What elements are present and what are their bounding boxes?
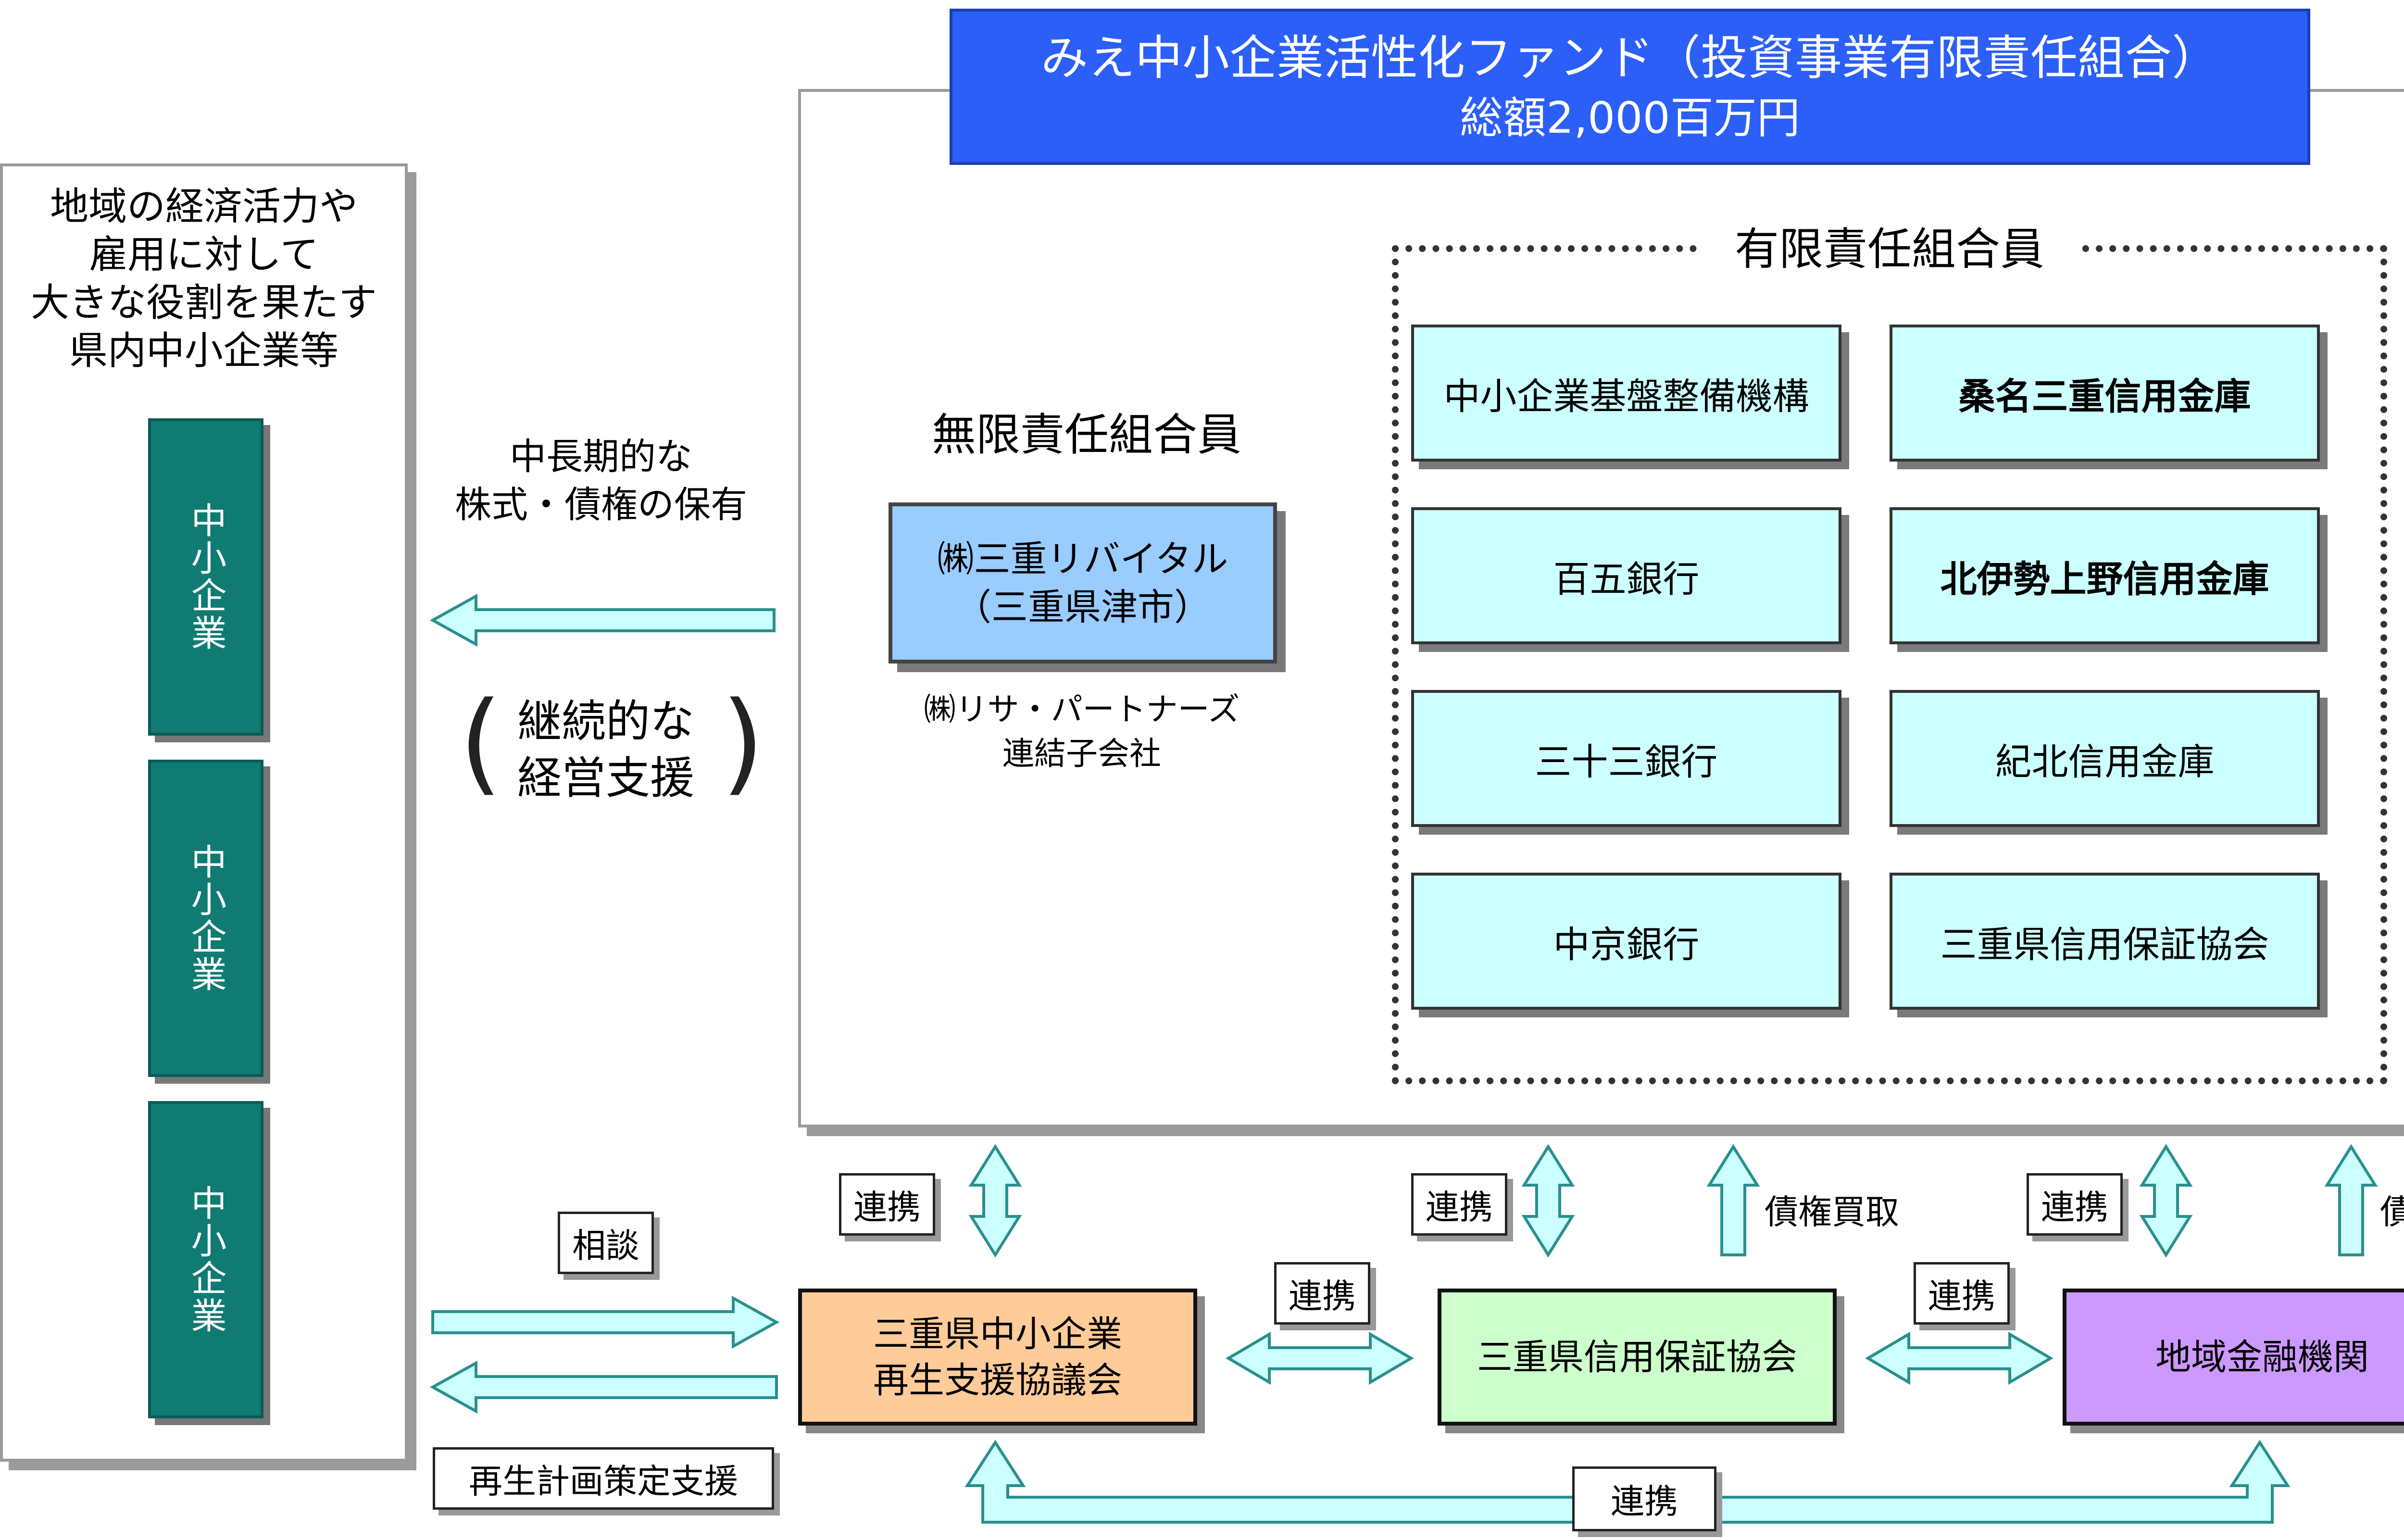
cooperation-tag: 連携 <box>839 1173 935 1236</box>
limited-partner-box: 北伊勢上野信用金庫 <box>1890 507 2320 644</box>
subsidiary-note-line: ㈱リサ・パートナーズ <box>924 691 1240 728</box>
subsidiary-note: ㈱リサ・パートナーズ 連結子会社 <box>889 688 1274 776</box>
credit-guarantee-box: 三重県信用保証協会 <box>1438 1289 1837 1426</box>
cooperation-arrow <box>968 1144 1022 1258</box>
debt-purchase-arrow <box>1706 1144 1760 1256</box>
sme-heading-line: 雇用に対して <box>89 232 319 277</box>
debt-purchase-label: 債権買取 <box>1765 1192 1899 1232</box>
holding-label: 中長期的な 株式・債権の保有 <box>433 433 769 529</box>
limited-partner-box: 三重県信用保証協会 <box>1890 873 2320 1010</box>
cooperation-arrow <box>2139 1144 2193 1258</box>
unlimited-partner-box: ㈱三重リバイタル （三重県津市） <box>889 502 1277 664</box>
right-parenthesis: ) <box>721 678 764 807</box>
cooperation-tag: 連携 <box>1914 1262 2010 1325</box>
support-label-line: 経営支援 <box>517 752 694 804</box>
regional-finance-box: 地域金融機関 <box>2063 1289 2404 1426</box>
sme-box: 中小企業 <box>148 418 263 736</box>
limited-partner-box: 中小企業基盤整備機構 <box>1411 325 1841 462</box>
cooperation-arrow <box>1226 1331 1414 1385</box>
cooperation-tag: 連携 <box>1411 1173 1507 1236</box>
plan-support-arrow <box>429 1360 778 1414</box>
limited-partner-box: 桑名三重信用金庫 <box>1890 325 2320 462</box>
left-parenthesis: ( <box>459 678 502 807</box>
plan-support-tag: 再生計画策定支援 <box>433 1447 774 1510</box>
subsidiary-note-line: 連結子会社 <box>1002 735 1161 772</box>
limited-partner-box: 紀北信用金庫 <box>1890 690 2320 827</box>
cooperation-tag: 連携 <box>1274 1262 1370 1325</box>
unlimited-partner-location: （三重県津市） <box>955 585 1211 628</box>
bottom-cooperation-arrow <box>964 1440 2291 1524</box>
sme-box: 中小企業 <box>148 760 263 1077</box>
cooperation-tag: 連携 <box>2027 1173 2123 1236</box>
unlimited-partner-label: 無限責任組合員 <box>931 409 1241 461</box>
sme-heading-line: 地域の経済活力や <box>50 184 358 229</box>
fund-header: みえ中小企業活性化ファンド（投資事業有限責任組合） 総額2,000百万円 <box>950 9 2310 165</box>
debt-purchase-arrow <box>2324 1144 2378 1256</box>
sme-heading-line: 県内中小企業等 <box>69 328 338 373</box>
council-line: 再生支援協議会 <box>873 1359 1122 1401</box>
fund-total: 総額2,000百万円 <box>1460 92 1800 143</box>
sme-box: 中小企業 <box>148 1101 263 1418</box>
council-line: 三重県中小企業 <box>873 1313 1122 1355</box>
debt-purchase-label: 債権買取 <box>2380 1192 2404 1232</box>
cooperation-tag: 連携 <box>1572 1466 1716 1531</box>
holding-label-line: 中長期的な <box>510 435 692 478</box>
holding-arrow <box>429 593 776 647</box>
cooperation-arrow <box>1521 1144 1575 1258</box>
sme-heading-line: 大きな役割を果たす <box>31 280 377 325</box>
management-support-label: 継続的な 経営支援 <box>481 692 731 808</box>
limited-partner-box: 三十三銀行 <box>1411 690 1841 827</box>
sme-panel-heading: 地域の経済活力や 雇用に対して 大きな役割を果たす 県内中小企業等 <box>0 183 408 375</box>
cooperation-arrow <box>1865 1331 2053 1385</box>
consult-arrow <box>431 1295 780 1349</box>
limited-partner-box: 中京銀行 <box>1411 873 1841 1010</box>
consult-tag: 相談 <box>558 1212 654 1274</box>
limited-partner-box: 百五銀行 <box>1411 507 1841 644</box>
fund-title: みえ中小企業活性化ファンド（投資事業有限責任組合） <box>1040 30 2219 86</box>
support-label-line: 継続的な <box>517 696 694 747</box>
holding-label-line: 株式・債権の保有 <box>455 483 747 526</box>
limited-partners-label: 有限責任組合員 <box>1697 219 2082 275</box>
revitalization-council-box: 三重県中小企業 再生支援協議会 <box>798 1289 1197 1426</box>
unlimited-partner-name: ㈱三重リバイタル <box>937 537 1228 580</box>
